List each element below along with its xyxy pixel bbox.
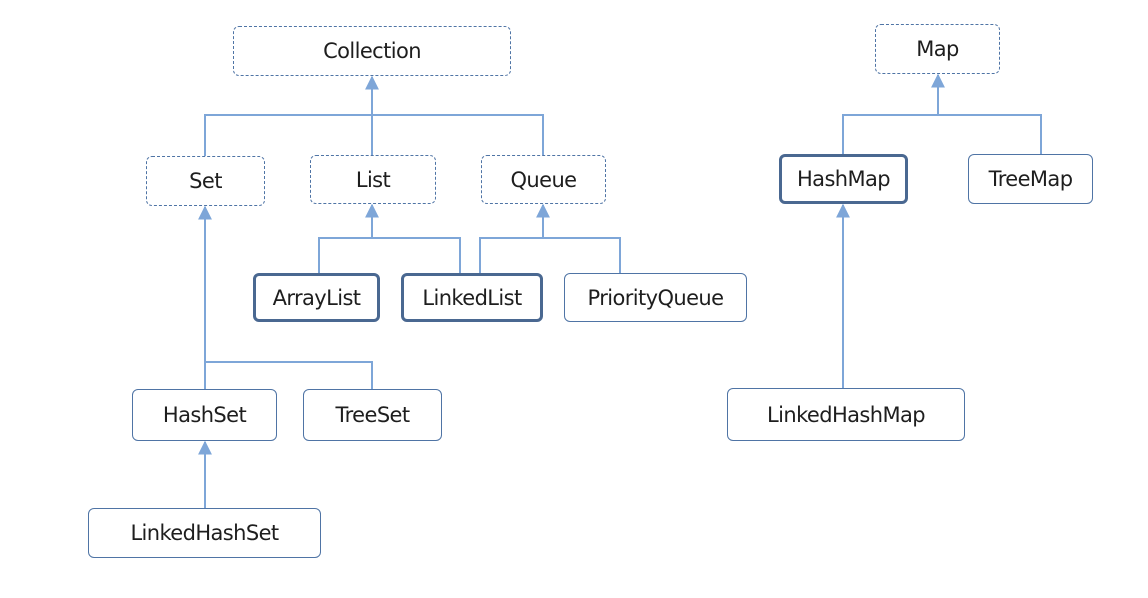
set-node: Set bbox=[146, 156, 265, 206]
hashmap-node: HashMap bbox=[779, 154, 908, 204]
edge-queue-children bbox=[479, 237, 621, 274]
hashset-node: HashSet bbox=[132, 389, 277, 441]
treemap-node: TreeMap bbox=[968, 154, 1093, 204]
priorityqueue-node: PriorityQueue bbox=[564, 273, 747, 322]
edge-list-children bbox=[318, 237, 461, 274]
linkedlist-node: LinkedList bbox=[401, 273, 543, 322]
collection-node: Collection bbox=[233, 26, 511, 76]
edge-collection-children bbox=[204, 114, 544, 157]
treeset-node: TreeSet bbox=[303, 389, 442, 441]
linkedhashmap-node: LinkedHashMap bbox=[727, 388, 965, 441]
arraylist-node: ArrayList bbox=[253, 273, 380, 322]
edge-map-children bbox=[842, 114, 1042, 155]
list-node: List bbox=[310, 155, 436, 204]
queue-node: Queue bbox=[481, 155, 606, 204]
linkedhashset-node: LinkedHashSet bbox=[88, 508, 321, 558]
edge-set-children bbox=[204, 361, 373, 390]
map-node: Map bbox=[875, 24, 1000, 74]
